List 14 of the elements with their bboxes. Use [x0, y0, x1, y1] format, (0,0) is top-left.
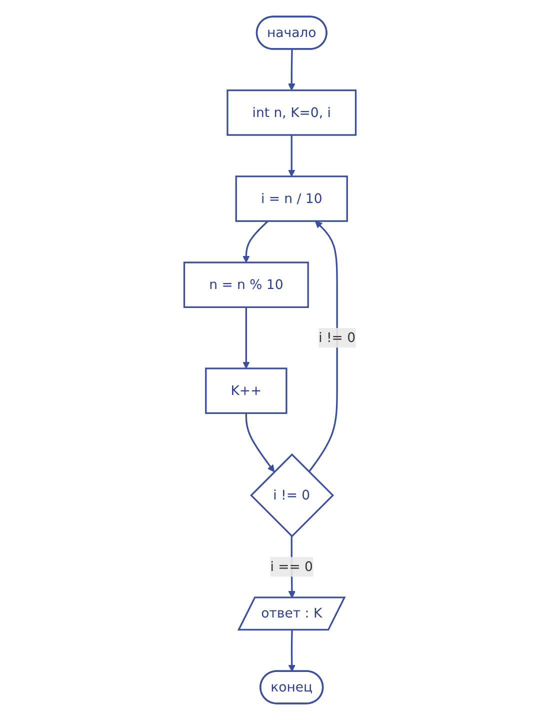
edge-label: i == 0: [270, 558, 313, 574]
node-box: int n, K=0, i: [226, 89, 357, 136]
arrow: [245, 413, 275, 472]
node-box: K++: [205, 368, 288, 414]
node-box: i = n / 10: [235, 176, 348, 222]
node-diamond: i != 0: [250, 453, 334, 538]
arrow: [242, 220, 269, 263]
arrow: [242, 307, 250, 369]
edge-label: i != 0: [318, 330, 356, 346]
arrow: [288, 49, 296, 91]
arrow: [288, 630, 296, 672]
node-box: n = n % 10: [183, 262, 309, 308]
arrow: [288, 135, 296, 177]
arrow: [308, 220, 338, 472]
